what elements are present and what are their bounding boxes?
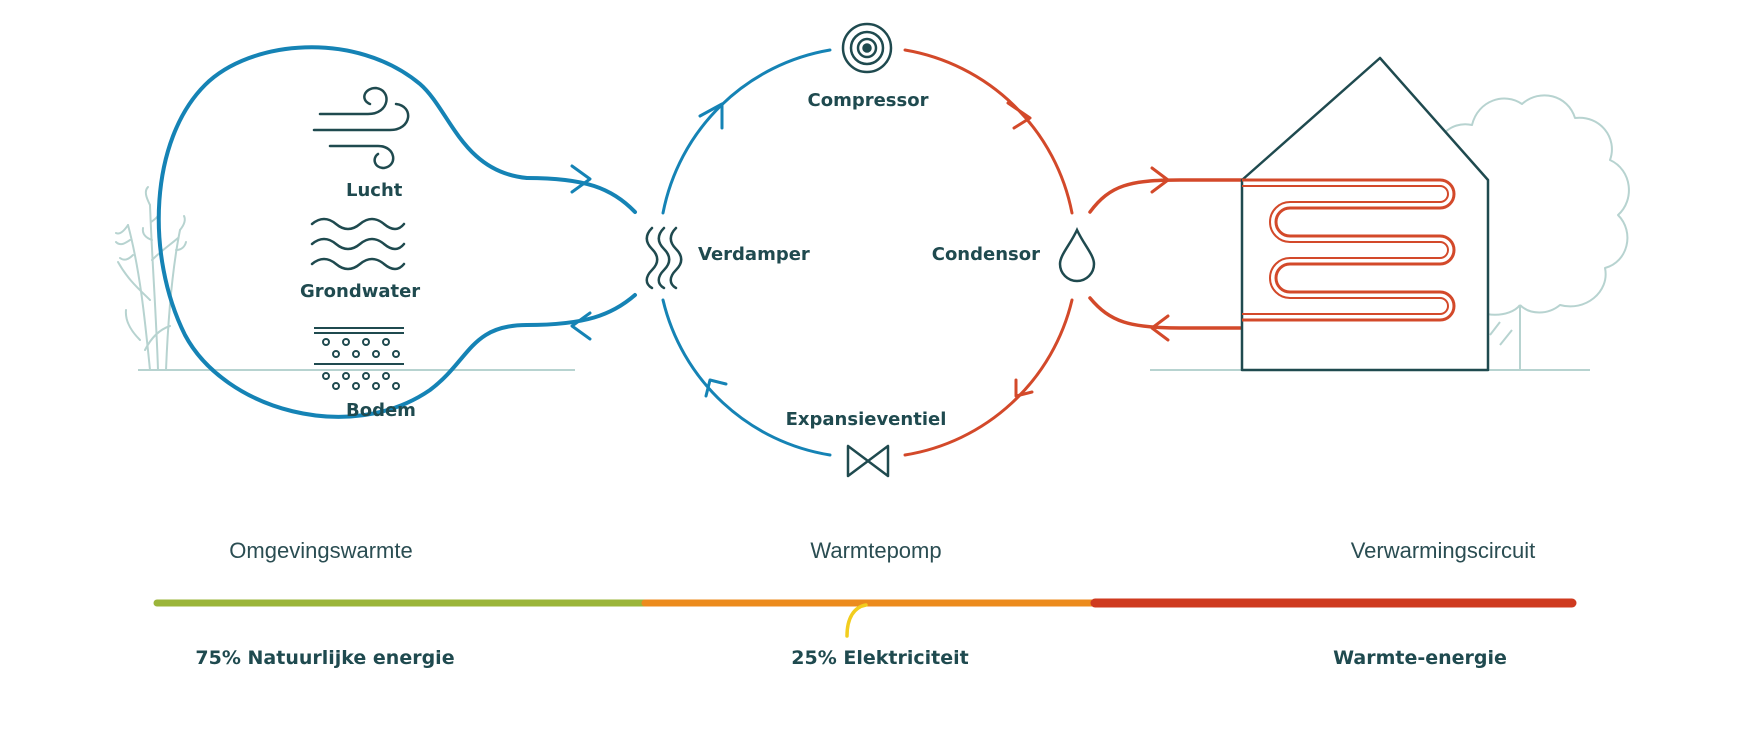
evaporator-icon	[645, 226, 683, 290]
arrow-out-of-heatpump	[570, 311, 592, 341]
compressor-icon	[841, 22, 893, 74]
groundwater-label: Grondwater	[300, 281, 420, 302]
condenser-to-house-pipe	[1088, 178, 1332, 214]
energy-bar	[153, 598, 1577, 638]
evaporator-to-ambient-pipe	[525, 293, 637, 327]
expansion-valve-label: Expansieventiel	[786, 409, 947, 430]
condenser-label: Condensor	[932, 244, 1040, 265]
air-label: Lucht	[346, 180, 403, 201]
reeds-illustration	[115, 186, 187, 371]
arrow-cycle-up-left	[698, 102, 724, 130]
underfloor-heating-coil	[1242, 178, 1456, 322]
ambient-to-evaporator-pipe	[525, 176, 637, 214]
arrow-into-heatpump	[570, 164, 592, 194]
underfloor-heating-coil-inner	[1242, 185, 1449, 315]
expansion-valve-icon	[846, 444, 890, 478]
compressor-label: Compressor	[808, 90, 929, 111]
evaporator-label: Verdamper	[698, 244, 810, 265]
arrow-cycle-down-bottom-right	[1014, 378, 1034, 398]
house-to-condenser-pipe	[1088, 296, 1322, 330]
arrow-out-of-house	[1150, 314, 1170, 342]
ambient-loop	[156, 45, 529, 419]
condenser-icon	[1058, 227, 1096, 283]
water-waves-icon	[310, 217, 406, 271]
soil-label: Bodem	[346, 400, 416, 421]
wind-icon	[312, 86, 410, 170]
section-heatpump-title: Warmtepomp	[810, 538, 941, 563]
electricity-input-curve	[845, 603, 868, 638]
section-ambient-title: Omgevingswarmte	[229, 538, 412, 563]
heat-energy-label: Warmte-energie	[1333, 647, 1507, 669]
arrow-into-house	[1150, 166, 1170, 194]
arrow-cycle-up-bottom-left	[704, 378, 728, 398]
soil-icon	[314, 327, 404, 390]
natural-energy-label: 75% Natuurlijke energie	[195, 647, 454, 669]
arrow-cycle-down-right	[1006, 101, 1032, 130]
electricity-label: 25% Elektriciteit	[791, 647, 968, 669]
section-heating-title: Verwarmingscircuit	[1351, 538, 1536, 563]
